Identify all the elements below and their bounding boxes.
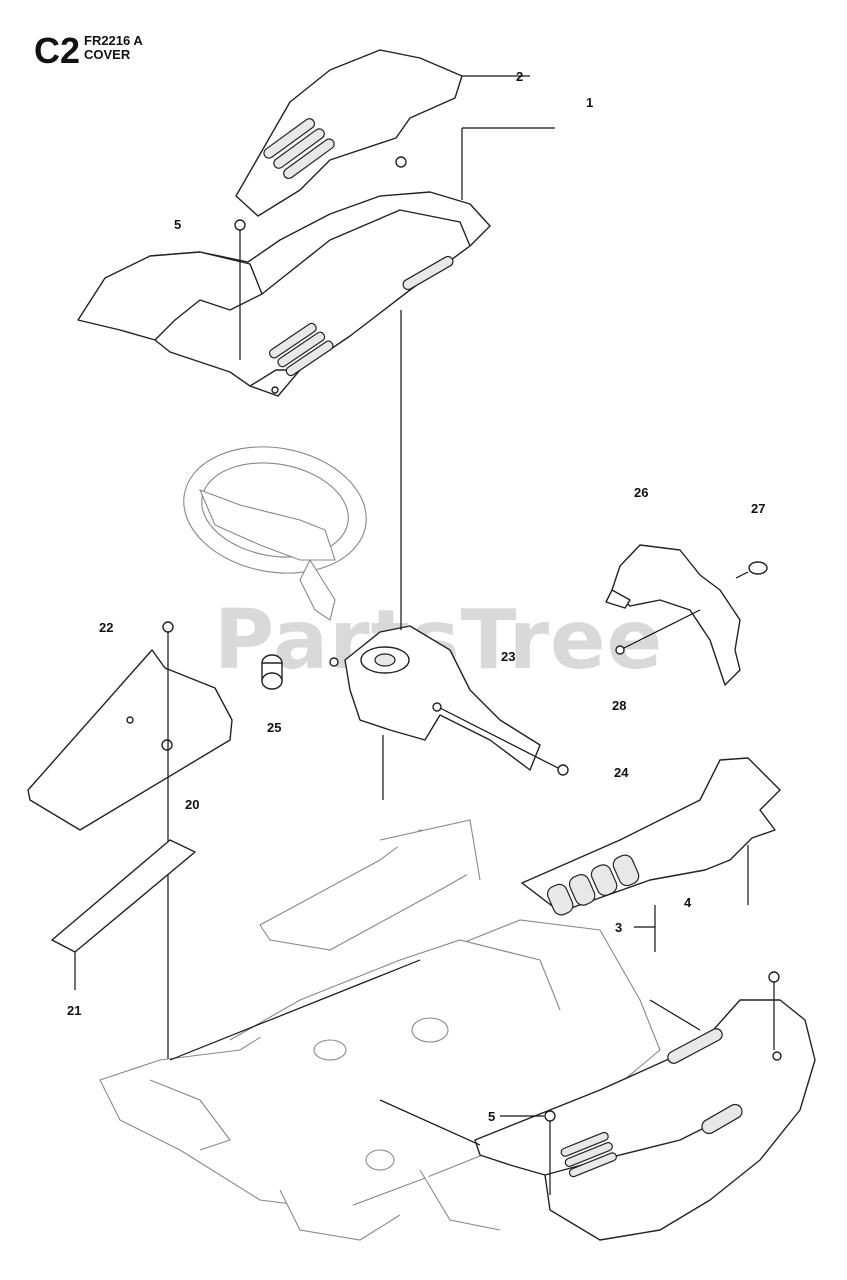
callout-20[interactable]: 20: [185, 797, 200, 812]
callout-21[interactable]: 21: [67, 1003, 82, 1018]
callout-26[interactable]: 26: [634, 485, 649, 500]
callout-5-upper[interactable]: 5: [174, 217, 182, 232]
callout-24[interactable]: 24: [614, 765, 629, 780]
fastener-24-nut[interactable]: [439, 707, 569, 776]
part-4-rear-panel[interactable]: [521, 757, 781, 917]
callout-5-lower[interactable]: 5: [488, 1109, 496, 1124]
callout-28[interactable]: 28: [612, 698, 627, 713]
section-title: COVER: [84, 47, 131, 62]
part-22-side-panel[interactable]: [27, 649, 233, 831]
part-27-key[interactable]: [735, 561, 768, 579]
section-code: C2: [34, 30, 81, 71]
leader-line-fender: [379, 1099, 481, 1146]
part-2-cover-panel[interactable]: [235, 49, 463, 217]
callout-1[interactable]: 1: [586, 95, 594, 110]
callout-27[interactable]: 27: [751, 501, 766, 516]
model-number: FR2216 A: [84, 33, 143, 48]
part-25-sleeve[interactable]: [261, 654, 283, 690]
callout-23[interactable]: 23: [501, 649, 516, 664]
fastener-5-lower[interactable]: [500, 1110, 556, 1195]
callout-22[interactable]: 22: [99, 620, 114, 635]
leader-line-frame: [169, 959, 421, 1061]
callout-3[interactable]: 3: [615, 920, 623, 935]
part-28-washer[interactable]: [615, 609, 701, 655]
fastener-3-nut[interactable]: [768, 971, 780, 1050]
fastener-2-nut[interactable]: [395, 156, 407, 168]
callout-4[interactable]: 4: [684, 895, 692, 910]
part-26-shroud[interactable]: [605, 544, 741, 686]
part-21-mat[interactable]: [51, 839, 196, 990]
callout-25[interactable]: 25: [267, 720, 282, 735]
part-1-hood[interactable]: [77, 191, 491, 397]
callout-2[interactable]: 2: [516, 69, 524, 84]
fastener-5-upper[interactable]: [234, 219, 246, 360]
steering-wheel: [183, 446, 367, 621]
leader-line-fender-right: [649, 999, 701, 1031]
part-23-console[interactable]: [329, 625, 541, 771]
part-3-rear-fender[interactable]: [474, 999, 816, 1241]
